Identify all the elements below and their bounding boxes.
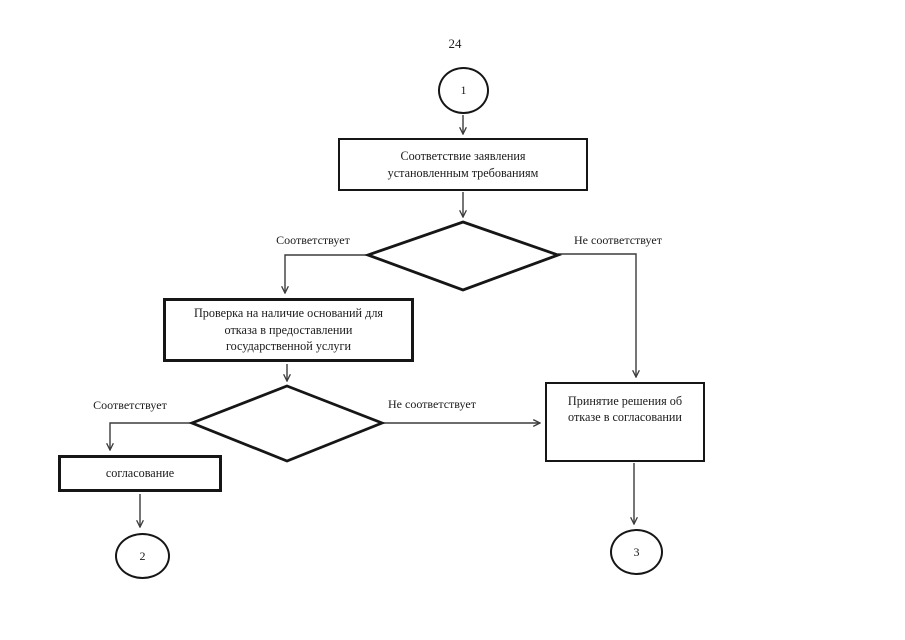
- offpage-connector-1: 1: [438, 67, 489, 114]
- offpage-connector-3-label: 3: [633, 544, 640, 559]
- process-box-application-compliance: Соответствие заявления установленным тре…: [338, 138, 588, 191]
- process-box-approval: согласование: [58, 455, 222, 492]
- decision1-match-label: Соответствует: [276, 233, 350, 247]
- offpage-connector-1-label: 1: [460, 83, 467, 97]
- decision2-diamond: [188, 384, 386, 463]
- arrow-decision1-nomatch-to-refusal: [558, 253, 636, 377]
- arrow-decision2-match-to-approval: [110, 422, 192, 450]
- decision2-no-match-label: Не соответствует: [388, 397, 476, 411]
- decision1-no-match-label: Не соответствует: [574, 233, 662, 247]
- offpage-connector-2-label: 2: [139, 548, 146, 563]
- arrow-decision1-match-to-grounds: [285, 254, 367, 293]
- decision2-match-label: Соответствует: [93, 398, 167, 412]
- process-box-refusal-decision: Принятие решения об отказе в согласовани…: [545, 382, 705, 462]
- offpage-connector-3: 3: [610, 529, 663, 575]
- process-box-refusal-grounds-check: Проверка на наличие оснований для отказа…: [163, 298, 414, 362]
- offpage-connector-2: 2: [115, 533, 170, 579]
- decision1-diamond: [363, 220, 563, 292]
- page-number: 24: [448, 36, 462, 51]
